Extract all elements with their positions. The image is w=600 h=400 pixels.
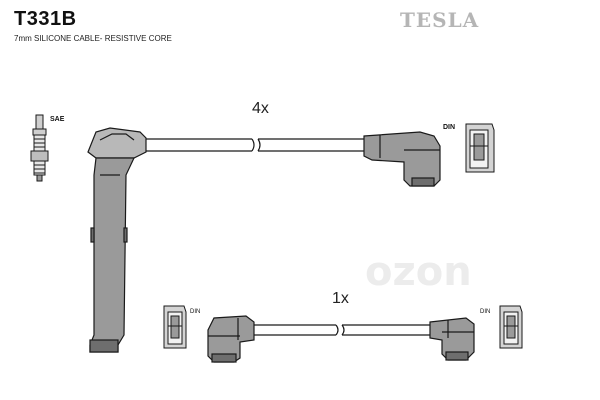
upper-cable <box>146 138 364 152</box>
lower-right-boot <box>429 317 475 361</box>
product-description: 7mm SILICONE CABLE- RESISTIVE CORE <box>14 34 172 43</box>
lower-left-boot <box>207 315 255 363</box>
lower-cable-quantity: 1x <box>332 290 349 307</box>
upper-din-terminal-icon <box>465 123 495 173</box>
brand-logo: TESLA <box>400 8 480 32</box>
watermark: ozon <box>365 249 472 295</box>
lower-left-din-label: DIN <box>190 309 201 315</box>
lower-cable <box>250 324 430 336</box>
part-number: T331B <box>14 8 77 30</box>
upper-din-label: DIN <box>443 124 456 131</box>
coil-boot-long <box>87 127 147 353</box>
upper-cable-quantity: 4x <box>252 100 269 117</box>
lower-right-din-label: DIN <box>480 309 491 315</box>
spark-plug-icon <box>30 114 49 182</box>
plug-standard-label: SAE <box>50 116 65 123</box>
upper-right-boot <box>363 131 441 187</box>
lower-left-din-terminal-icon <box>163 305 187 349</box>
lower-right-din-terminal-icon <box>499 305 523 349</box>
